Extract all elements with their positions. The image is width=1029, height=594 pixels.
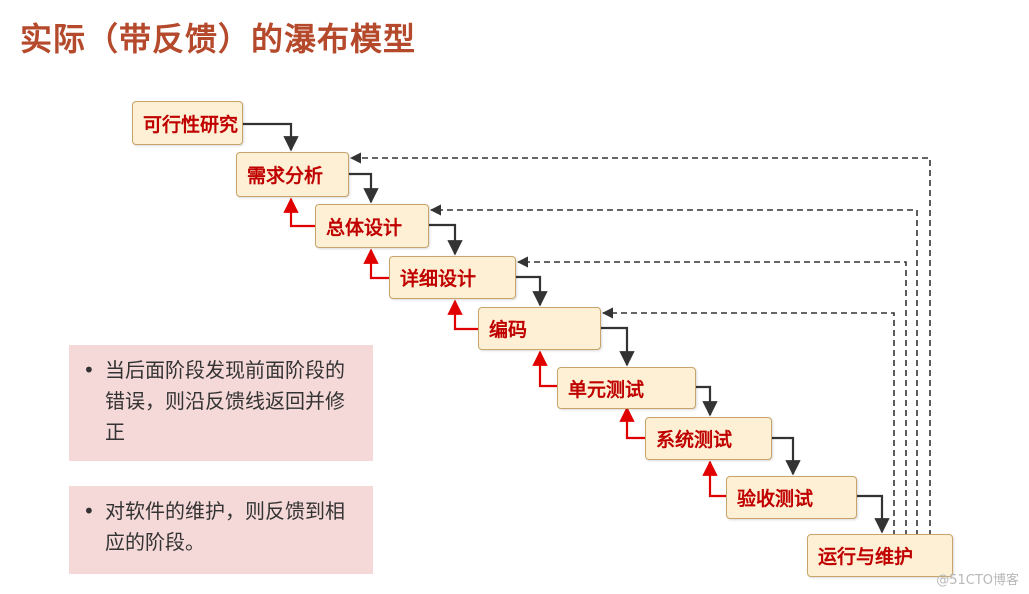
stage-feasibility: 可行性研究 [132,101,243,145]
stage-acceptance-test: 验收测试 [726,476,857,519]
stage-operation-maintenance: 运行与维护 [807,534,953,577]
forward-arrows [243,122,890,534]
bullet-1: • [83,358,95,382]
feedback-arrows [283,197,726,498]
note-feedback: • 当后面阶段发现前面阶段的错误，则沿反馈线返回并修正 [69,345,373,461]
watermark: @51CTO博客 [936,573,1019,588]
stage-system-test: 系统测试 [645,417,772,460]
stage-coding: 编码 [478,307,601,350]
note-maintenance: • 对软件的维护，则反馈到相应的阶段。 [69,486,373,574]
page-title: 实际（带反馈）的瀑布模型 [20,20,417,58]
stage-detailed-design: 详细设计 [389,256,516,299]
note-feedback-text: 当后面阶段发现前面阶段的错误，则沿反馈线返回并修正 [105,358,345,444]
maintenance-feedback-lines [349,152,931,536]
note-maintenance-text: 对软件的维护，则反馈到相应的阶段。 [105,499,345,554]
bullet-2: • [83,499,95,523]
stage-requirements: 需求分析 [236,152,349,197]
stage-overall-design: 总体设计 [315,204,429,248]
stage-unit-test: 单元测试 [557,367,696,409]
